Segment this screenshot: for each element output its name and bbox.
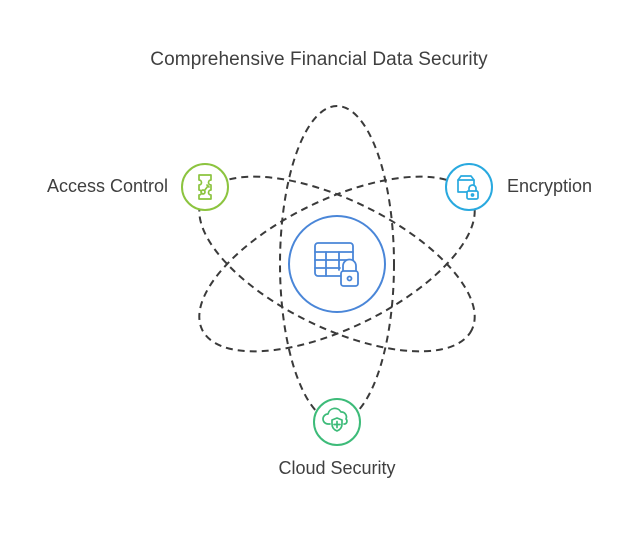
access-control-label: Access Control xyxy=(46,176,168,196)
encryption-node xyxy=(445,163,493,211)
key-card-icon xyxy=(198,174,212,200)
spreadsheet-lock-icon xyxy=(314,242,359,287)
diagram-title: Comprehensive Financial Data Security xyxy=(150,49,488,70)
encryption-label: Encryption xyxy=(507,176,593,196)
lock-box-icon xyxy=(457,175,479,200)
cloud-security-node xyxy=(313,398,361,446)
orbit-vertical xyxy=(279,105,395,423)
cloud-shield-icon xyxy=(322,407,348,432)
cloud-security-label: Cloud Security xyxy=(278,458,396,478)
center-node xyxy=(288,215,386,313)
access-control-node xyxy=(181,163,229,211)
